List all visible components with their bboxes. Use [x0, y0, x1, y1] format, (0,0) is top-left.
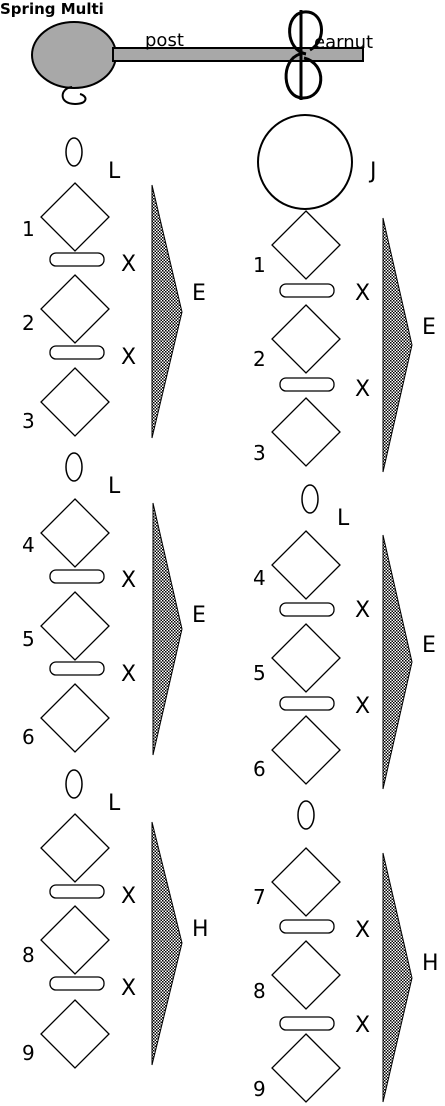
bracket-label: E [192, 281, 206, 306]
bead-number: 1 [253, 253, 266, 277]
spacer-bead [279, 696, 335, 711]
diamond-bead [40, 182, 110, 252]
spacer-bead [49, 569, 105, 584]
left-column: L 1 X 2 X 3 E L 4 X 5 X 6 [22, 137, 209, 1069]
diamond-bead [40, 683, 110, 753]
bead-number: 9 [22, 1041, 35, 1065]
spacer-label: X [355, 918, 370, 943]
spacer-label: X [121, 252, 136, 277]
diamond-bead [40, 367, 110, 437]
spacer-label: X [355, 1013, 370, 1038]
bracket-label: E [422, 315, 436, 340]
bead-number: 4 [253, 566, 266, 590]
spacer-label: X [121, 884, 136, 909]
bead-group: L X 8 X 9 H [22, 769, 209, 1069]
spacer-label: X [121, 345, 136, 370]
bracket-label: H [192, 917, 209, 942]
bead-group: 7 X 8 X 9 H [253, 800, 439, 1103]
spacer-label: X [121, 662, 136, 687]
link-label: L [337, 506, 350, 531]
spacer-bead [49, 884, 105, 899]
bead-number: 2 [22, 311, 35, 335]
link-label: L [108, 791, 121, 816]
spacer-bead [49, 661, 105, 676]
small-oval-link [65, 452, 83, 482]
bracket-triangle [382, 852, 413, 1103]
bead-number: 9 [253, 1077, 266, 1101]
bead-number: 4 [22, 533, 35, 557]
bead-number: 5 [253, 661, 266, 685]
bracket-label: H [422, 951, 439, 976]
spacer-bead [49, 345, 105, 360]
spacer-bead [49, 252, 105, 267]
diamond-bead [40, 591, 110, 661]
bracket-triangle [382, 217, 413, 473]
link-label: L [108, 474, 121, 499]
spacer-label: X [355, 281, 370, 306]
spacer-label: X [355, 598, 370, 623]
bracket-label: E [422, 633, 436, 658]
small-oval-link [297, 800, 315, 830]
spacer-label: X [121, 568, 136, 593]
small-oval-link [65, 769, 83, 799]
bead-number: 5 [22, 627, 35, 651]
bracket-triangle [382, 534, 413, 790]
bead-number: 6 [22, 725, 35, 749]
bead-number: 8 [22, 943, 35, 967]
diamond-bead [271, 623, 341, 693]
spacer-bead [279, 283, 335, 298]
bracket-triangle [151, 184, 183, 439]
diamond-bead [271, 940, 341, 1010]
small-oval-link [301, 484, 319, 514]
diamond-bead [40, 274, 110, 344]
stud [31, 21, 117, 89]
link-label: L [108, 159, 121, 184]
spacer-label: X [355, 694, 370, 719]
earnut [284, 10, 323, 100]
spacer-bead [49, 976, 105, 991]
diamond-bead [271, 304, 341, 374]
right-column: J 1 X 2 X 3 E L 4 X 5 X 6 [253, 114, 439, 1103]
bead-number: 6 [253, 757, 266, 781]
diamond-bead [271, 715, 341, 785]
diamond-bead [271, 210, 341, 280]
diamond-bead [40, 905, 110, 975]
spacer-label: X [121, 976, 136, 1001]
bead-number: 1 [22, 217, 35, 241]
spacer-bead [279, 377, 335, 392]
diamond-bead [271, 1033, 341, 1103]
spacer-bead [279, 1016, 335, 1031]
spacer-label: X [355, 377, 370, 402]
diamond-bead [271, 530, 341, 600]
header: Spring Multi post earnut [0, 0, 373, 106]
bracket-label: E [192, 603, 206, 628]
diagram-title: Spring Multi [0, 0, 104, 18]
small-oval-link [65, 137, 83, 167]
jump-ring [257, 114, 353, 210]
diamond-bead [40, 999, 110, 1069]
earnut-label: earnut [314, 32, 373, 53]
bead-number: 3 [22, 409, 35, 433]
diamond-bead [271, 397, 341, 467]
spacer-bead [279, 919, 335, 934]
spacer-bead [279, 602, 335, 617]
link-label: J [368, 159, 377, 184]
bead-number: 3 [253, 441, 266, 465]
diamond-bead [271, 847, 341, 917]
bead-group: J 1 X 2 X 3 E [253, 114, 436, 473]
bead-group: L 1 X 2 X 3 E [22, 137, 206, 439]
bead-number: 8 [253, 979, 266, 1003]
bracket-triangle [152, 502, 183, 756]
bracket-triangle [151, 821, 183, 1066]
spring-loop [61, 86, 87, 106]
post-label: post [145, 30, 184, 51]
diamond-bead [40, 813, 110, 883]
diamond-bead [40, 498, 110, 568]
bead-group: L 4 X 5 X 6 E [253, 484, 436, 790]
bead-group: L 4 X 5 X 6 E [22, 452, 206, 756]
bead-number: 2 [253, 347, 266, 371]
bead-number: 7 [253, 885, 266, 909]
